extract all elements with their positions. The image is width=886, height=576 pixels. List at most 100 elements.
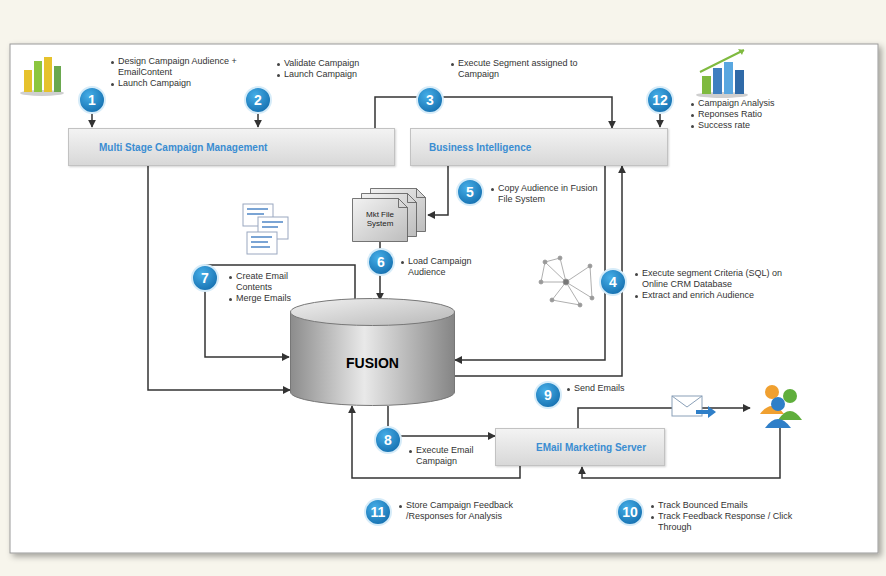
callout-number: 2 [244,86,272,114]
bullet-note: Validate Campaign [276,58,386,69]
file-fold [408,194,417,203]
frame [10,44,878,553]
bullet-note: Extract and enrich Audience [634,290,806,301]
bullet-note: Execute Email Campaign [408,445,488,467]
people-icon [765,385,779,399]
note-list: Create Email ContentsMerge Emails [228,271,323,303]
process-box: Business Intelligence [410,128,668,166]
file-stack: Mkt File System [352,188,428,242]
bullet-note: Store Campaign Feedback /Responses for A… [398,500,548,522]
bullet-note: Campaign Analysis [690,98,802,109]
bullet-note: Track Feedback Response / Click Through [650,511,815,533]
file-fold [399,199,408,208]
node-label: Mkt File System [363,211,397,229]
bullet-note: Reponses Ratio [690,109,802,120]
callout-number: 3 [416,86,444,114]
document-icon [247,232,277,254]
chart-icon [54,66,61,92]
node-label: Business Intelligence [429,142,531,153]
note-list: Send Emails [566,383,656,394]
database-cylinder: FUSION [290,298,455,406]
network-icon [563,279,569,285]
chart-icon [44,57,52,92]
note-list: Store Campaign Feedback /Responses for A… [398,500,548,522]
note-list: Design Campaign Audience + EmailContentL… [110,56,240,88]
note-list: Copy Audience in Fusion File System [490,183,605,205]
flow-connector [428,166,448,215]
note-list: Execute segment Criteria (SQL) on Online… [634,268,806,300]
analysis-chart-icon [700,50,744,72]
callout-number: 10 [616,498,644,526]
bullet-note: Execute Segment assigned to Campaign [450,58,590,80]
callout-number: 1 [78,86,106,114]
callout-number: 11 [364,498,392,526]
cylinder-body [291,312,455,406]
flow-arrows [659,114,661,127]
callout-number: 6 [367,248,395,276]
bullet-note: Track Bounced Emails [650,500,815,511]
people-icon [771,397,785,411]
people-icon [760,385,802,428]
callout-number: 4 [599,268,627,296]
bullet-note: Success rate [690,120,802,131]
note-list: Load Campaign Audience [400,256,500,278]
note-list: Execute Segment assigned to Campaign [450,58,590,80]
chart-icon [24,70,32,92]
callout-number: 5 [456,178,484,206]
note-list: Validate CampaignLaunch Campaign [276,58,386,80]
chart-icon [20,57,64,96]
bullet-note: Merge Emails [228,293,323,304]
node-label: Multi Stage Campaign Management [99,142,267,153]
network-icon [543,260,547,264]
note-list: Track Bounced EmailsTrack Feedback Respo… [650,500,815,532]
email-icon [672,396,716,418]
flow-connector [455,166,605,360]
analysis-chart-icon [702,76,711,94]
cylinder-top [291,299,455,326]
network-icon [590,296,594,300]
analysis-chart-icon [713,68,722,94]
bullet-note: Design Campaign Audience + EmailContent [110,56,240,78]
cylinder-shape [290,298,455,406]
callout-number: 7 [191,264,219,292]
network-icon [550,298,554,302]
flow-connector [388,406,495,436]
network-icon [558,256,562,260]
network-icon [588,264,592,268]
flow-arrows [578,408,750,428]
bullet-note: Launch Campaign [276,69,386,80]
people-icon [765,419,791,428]
bullet-note: Execute segment Criteria (SQL) on Online… [634,268,806,290]
analysis-chart-icon [735,70,744,94]
bullet-note: Launch Campaign [110,78,240,89]
node-label: FUSION [346,355,399,371]
file-page [353,199,408,242]
server-box: EMail Marketing Server [495,428,665,466]
people-icon [778,411,802,420]
note-list: Campaign AnalysisReponses RatioSuccess r… [690,98,802,130]
process-box: Multi Stage Campaign Management [68,128,395,166]
note-list: Execute Email Campaign [408,445,488,467]
flow-connector [455,166,622,376]
callout-number: 8 [374,426,402,454]
callout-number: 9 [534,381,562,409]
chart-icon [34,61,42,92]
network-icon [578,303,582,307]
email-icon [672,396,702,407]
flow-arrows [91,114,93,127]
people-icon [783,389,797,403]
analysis-chart-icon [738,49,744,55]
network-icon [539,280,543,284]
bullet-note: Load Campaign Audience [400,256,500,278]
bullet-note: Create Email Contents [228,271,323,293]
document-icon [243,204,288,254]
frame [10,44,878,553]
flow-arrows [257,114,259,127]
analysis-chart-icon [724,62,733,94]
callout-number: 12 [646,86,674,114]
analysis-chart-icon [696,49,748,98]
node-label: EMail Marketing Server [536,442,646,453]
flow-connector [375,97,612,128]
network-icon [539,256,594,307]
